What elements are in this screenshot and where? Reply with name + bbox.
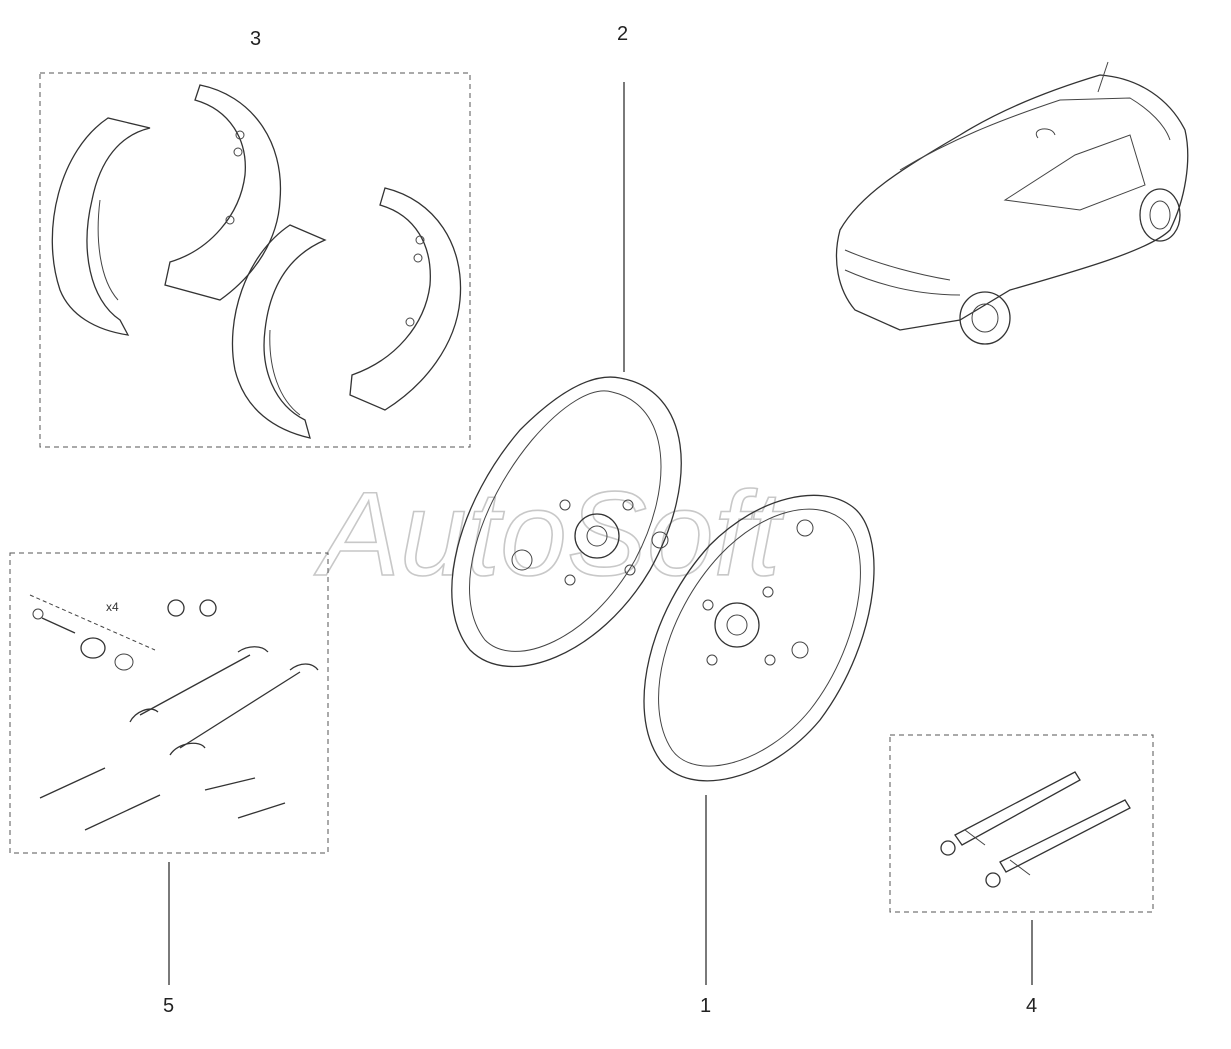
quantity-label: x4 [106,600,119,614]
brake-shoes-kit[interactable] [39,72,471,448]
springs-box [9,552,329,854]
callout-1: 1 [700,995,711,1017]
callout-5: 5 [163,995,174,1017]
callout-4: 4 [1026,995,1037,1017]
backing-plate-right[interactable] [643,494,875,782]
watermark-text: AutoSoft [314,467,785,601]
brake-shoes-box [39,72,471,448]
springs-pins-kit[interactable]: x4 [9,552,329,854]
backing-plate-left[interactable] [451,376,682,667]
adjuster-kit[interactable] [889,734,1154,913]
adjuster-box [889,734,1154,913]
callout-2: 2 [617,23,628,45]
callout-3: 3 [250,28,261,50]
vehicle-illustration [835,61,1189,345]
